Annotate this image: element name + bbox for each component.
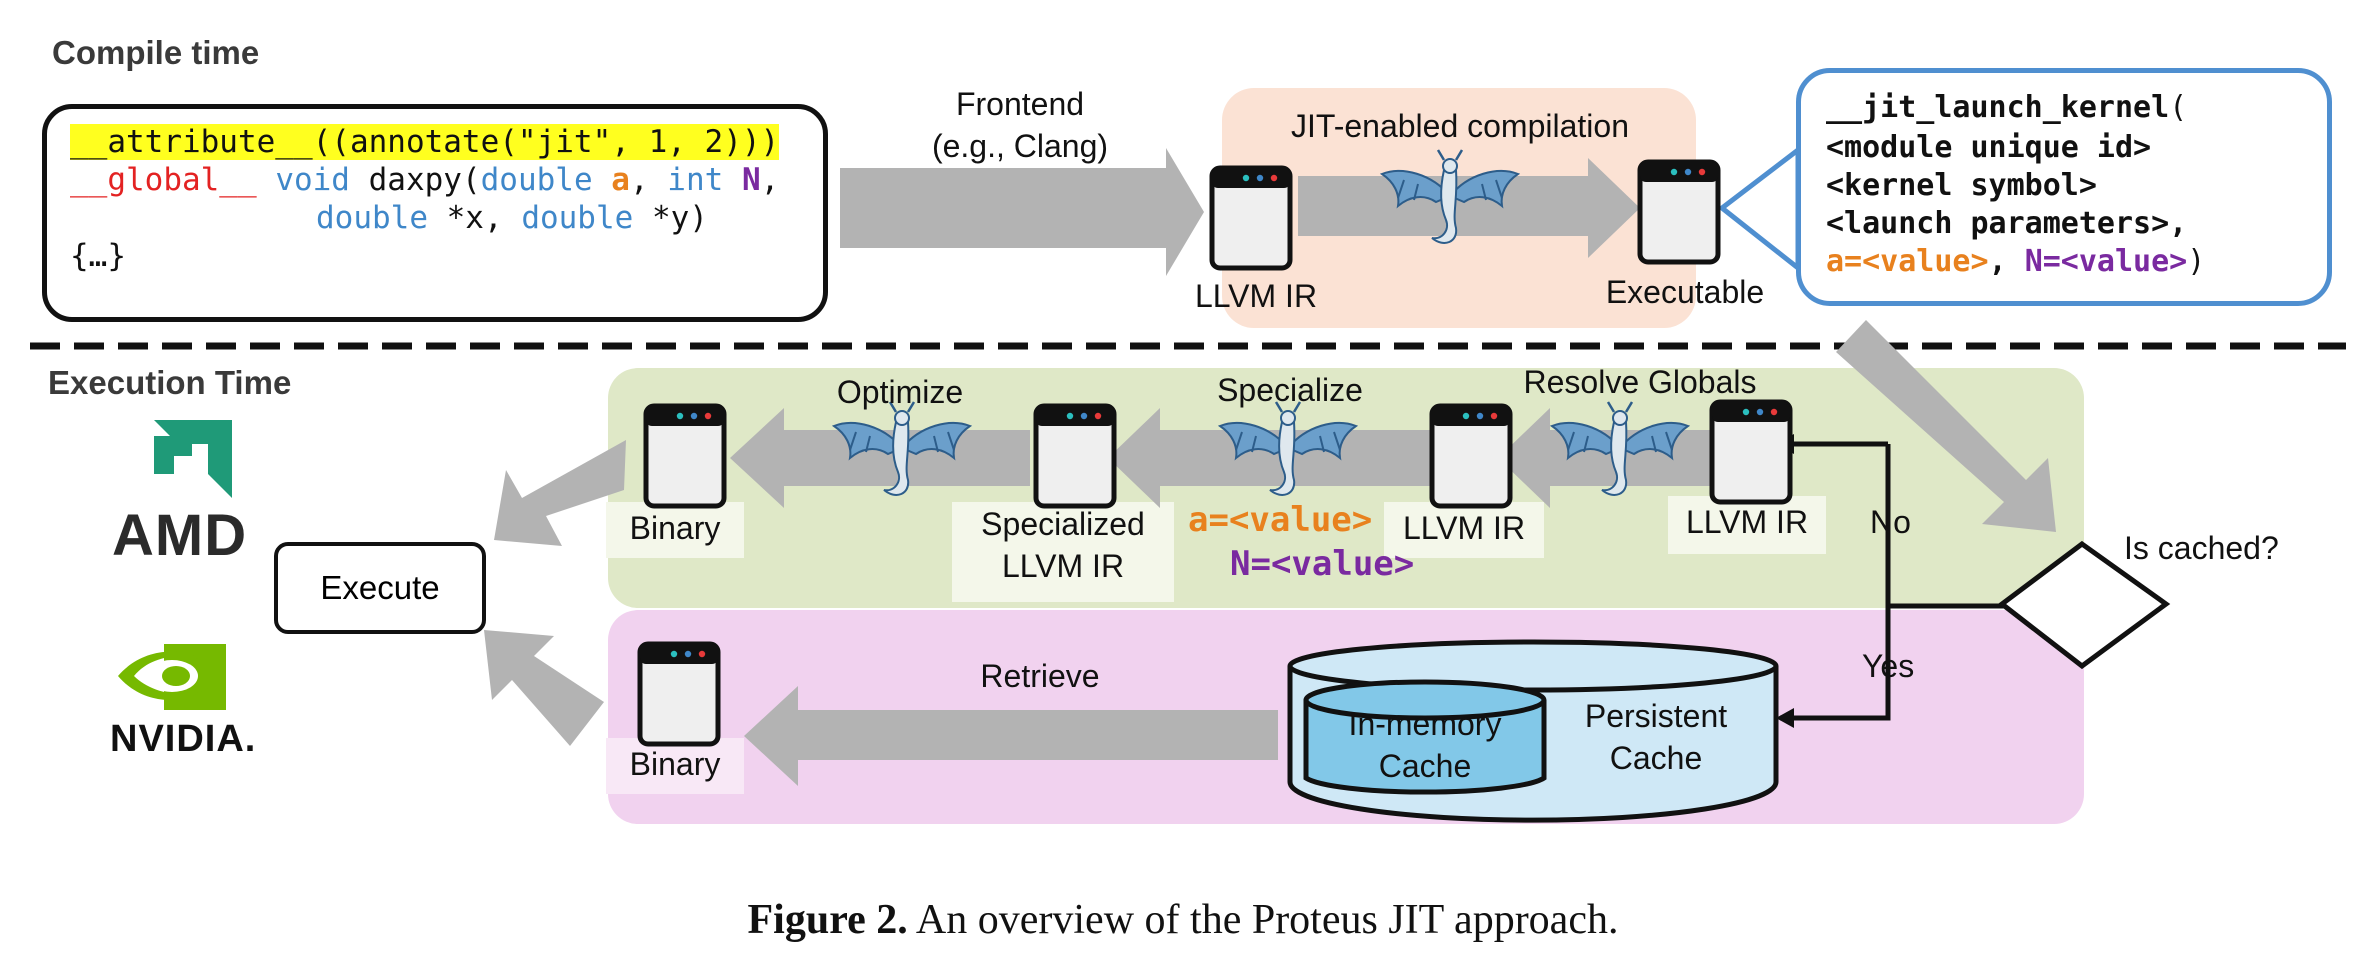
param-a: a xyxy=(611,162,630,198)
caption-text: An overview of the Proteus JIT approach. xyxy=(907,897,1619,943)
code-comma: , xyxy=(629,162,668,198)
execution-time-heading: Execution Time xyxy=(48,364,292,401)
input-llvm-ir-label: LLVM IR xyxy=(1685,504,1809,540)
param-n: N xyxy=(741,162,761,198)
compile-llvm-ir-label: LLVM IR xyxy=(1194,278,1318,314)
optimize-label: Optimize xyxy=(836,374,964,410)
param-y: *y) xyxy=(633,200,708,236)
code-line-4: {…} xyxy=(70,238,126,274)
executable-label: Executable xyxy=(1605,274,1765,310)
amd-wordmark: AMD xyxy=(112,503,248,568)
code-comma-end: , xyxy=(760,162,780,198)
double-keyword: double xyxy=(480,162,593,198)
persistent-cache-label-1: Persistent xyxy=(1584,698,1728,734)
launch-kernel-symbol: <kernel symbol> xyxy=(1826,168,2097,203)
launch-open-paren: ( xyxy=(2169,90,2188,125)
launch-line-5: a=<value>, N=<value>) xyxy=(1826,244,2205,279)
code-line-3: double *x, double *y) xyxy=(316,200,708,236)
resolve-globals-label: Resolve Globals xyxy=(1523,364,1757,400)
launch-close-paren: ) xyxy=(2187,244,2206,279)
launch-n-value: N=<value> xyxy=(2024,244,2188,279)
annotation-text: __attribute__((annotate("jit", 1, 2))) xyxy=(70,124,780,160)
code-line-1: __attribute__((annotate("jit", 1, 2))) xyxy=(70,124,780,160)
specialize-label: Specialize xyxy=(1217,372,1363,408)
global-keyword: __global__ xyxy=(70,162,257,198)
caption-label: Figure 2. xyxy=(747,897,908,943)
nvidia-eye-icon xyxy=(118,644,226,710)
execute-label: Execute xyxy=(320,569,440,606)
resolved-llvm-ir-label: LLVM IR xyxy=(1402,510,1526,546)
compile-time-heading: Compile time xyxy=(52,34,260,71)
specialized-n-value: N=<value> xyxy=(1230,544,1415,584)
function-name: daxpy( xyxy=(368,162,481,198)
figure-caption: Figure 2. An overview of the Proteus JIT… xyxy=(0,896,2366,944)
in-memory-cache-label-2: Cache xyxy=(1378,748,1472,784)
jit-launch-callout xyxy=(1796,68,2332,306)
jit-compilation-title: JIT-enabled compilation xyxy=(1291,108,1629,144)
nvidia-wordmark: NVIDIA. xyxy=(110,718,257,760)
execute-box: Execute xyxy=(274,542,486,634)
param-x: *x, xyxy=(427,200,522,236)
retrieve-label: Retrieve xyxy=(980,658,1100,694)
specialized-ir-label-1: Specialized xyxy=(981,506,1145,542)
launch-a-value: a=<value> xyxy=(1826,244,1989,279)
in-memory-cache-label-1: In-memory xyxy=(1348,706,1502,742)
specialized-a-value: a=<value> xyxy=(1188,500,1373,540)
launch-parameters: <launch parameters>, xyxy=(1826,206,2188,241)
double-keyword-y: double xyxy=(521,200,634,236)
code-line-2: __global__ void daxpy(double a, int N, xyxy=(70,162,779,198)
persistent-cache-label-2: Cache xyxy=(1609,740,1703,776)
amd-logo-icon xyxy=(154,420,232,498)
frontend-label: Frontend xyxy=(955,86,1085,122)
void-keyword: void xyxy=(275,162,350,198)
launch-line-1: __jit_launch_kernel( xyxy=(1826,90,2187,125)
int-keyword: int xyxy=(667,162,724,198)
specialized-ir-label-2: LLVM IR xyxy=(1001,548,1125,584)
is-cached-label: Is cached? xyxy=(2124,530,2279,566)
launch-module-id: <module unique id> xyxy=(1826,130,2152,165)
launch-sep: , xyxy=(1988,244,2025,279)
double-keyword-x: double xyxy=(316,200,428,236)
cached-binary-label: Binary xyxy=(629,746,721,782)
binary-label: Binary xyxy=(629,510,721,546)
launch-function-name: __jit_launch_kernel xyxy=(1826,90,2170,125)
frontend-example-label: (e.g., Clang) xyxy=(931,128,1109,164)
decision-yes-label: Yes xyxy=(1862,648,1915,684)
decision-no-label: No xyxy=(1870,504,1911,540)
